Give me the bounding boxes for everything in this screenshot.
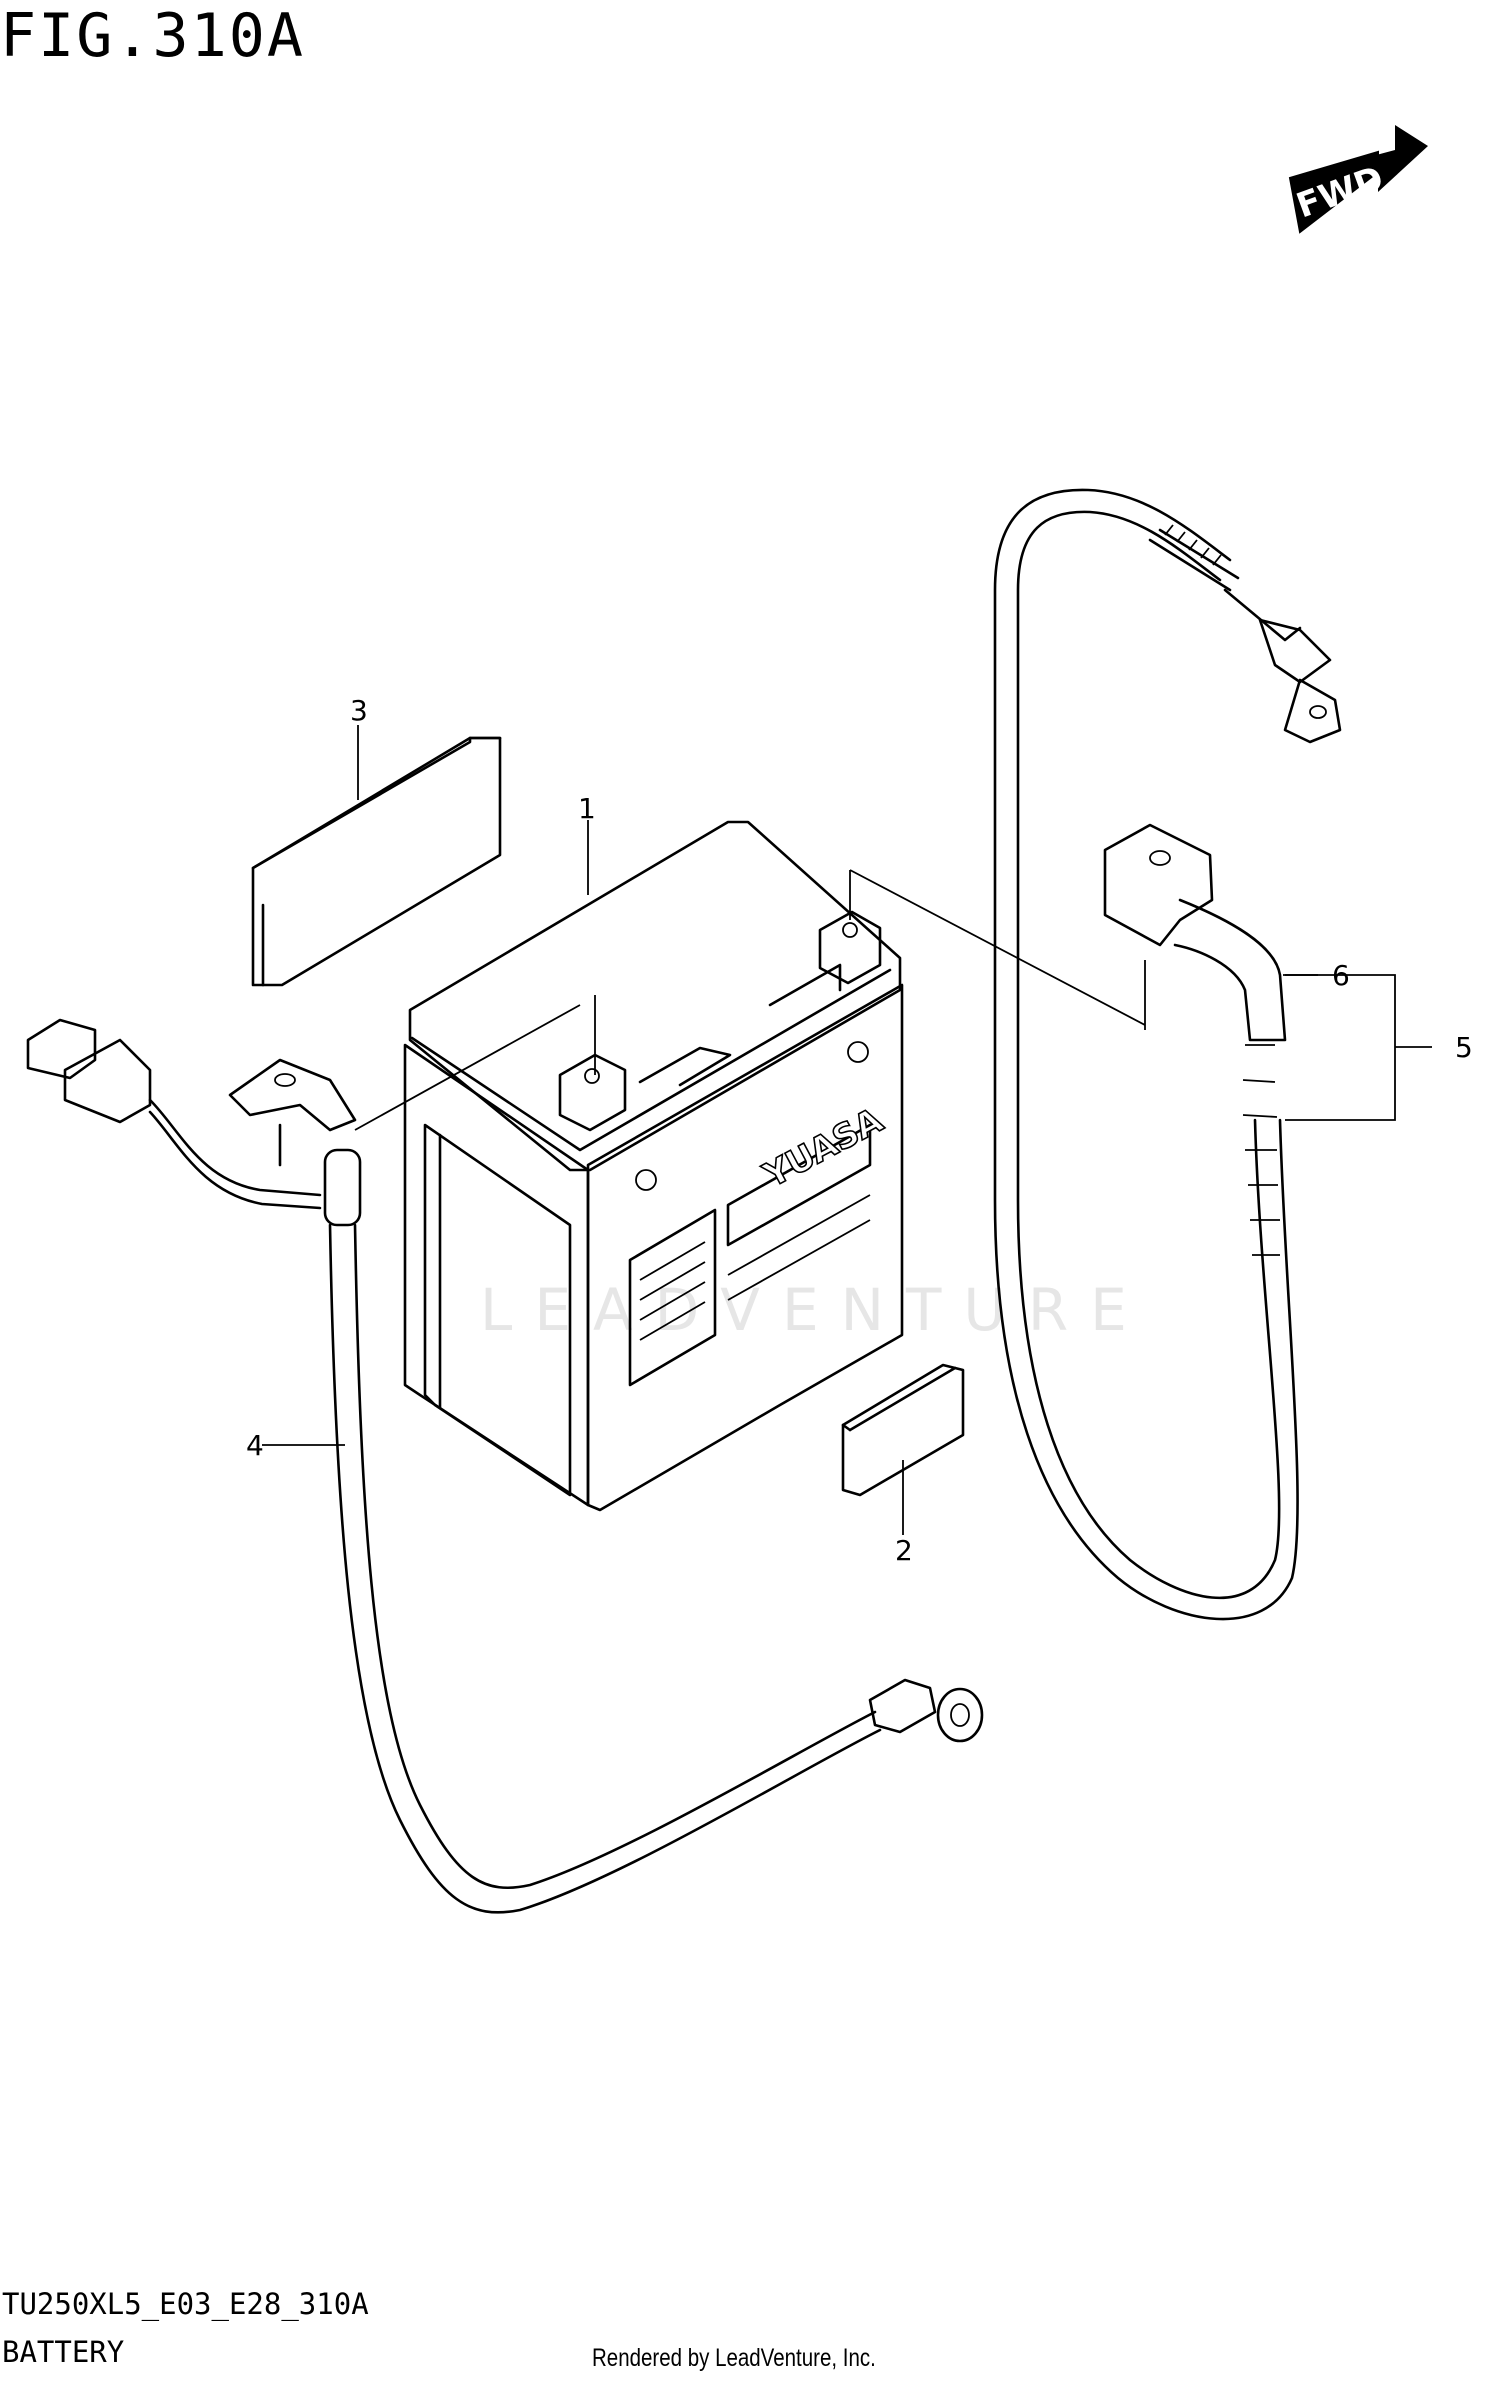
callout-6: 6 <box>1332 959 1350 992</box>
watermark-text: LEADVENTURE <box>480 1276 1149 1344</box>
terminal-cover-part-6 <box>1103 823 1287 1042</box>
callout-2: 2 <box>895 1534 913 1567</box>
model-code: TU250XL5_E03_E28_310A <box>2 2287 369 2321</box>
leader-lines <box>262 725 1432 1535</box>
cable-part-5 <box>993 488 1342 1621</box>
pad-part-2 <box>841 1363 965 1497</box>
figure-title: FIG.310A <box>0 1 305 71</box>
callout-4: 4 <box>246 1429 264 1462</box>
rendered-by-credit: Rendered by LeadVenture, Inc. <box>592 2344 876 2372</box>
cable-part-4 <box>26 1018 984 1914</box>
callout-5: 5 <box>1455 1031 1473 1064</box>
section-name: BATTERY <box>2 2335 125 2369</box>
callout-1: 1 <box>578 792 596 825</box>
battery-part-1: YUASA <box>403 820 904 1512</box>
forward-arrow-icon: FWD <box>1288 125 1428 234</box>
callout-3: 3 <box>350 694 368 727</box>
pad-part-3 <box>251 736 502 987</box>
